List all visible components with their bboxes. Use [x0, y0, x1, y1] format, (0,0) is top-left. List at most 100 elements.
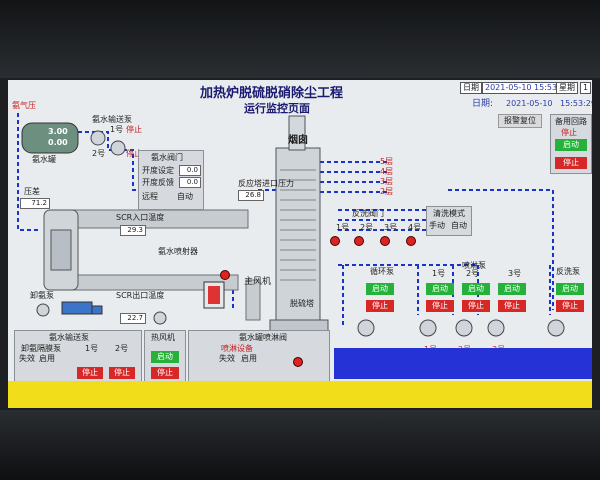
datetime-box: 2021-05-10 15:53:29 — [482, 82, 570, 94]
valve-row-1-label: 开度设定 — [142, 166, 174, 175]
heater-lamp — [220, 270, 230, 280]
ammonia-valve-panel: 氨水阀门 开度设定 0.0 开度反馈 0.0 远程 自动 — [138, 150, 204, 210]
page-title: 加热炉脱硫脱硝除尘工程 — [200, 86, 344, 101]
spray-pump-2-stop-button[interactable]: 停止 — [462, 300, 490, 312]
valve-row-2-value[interactable]: 0.0 — [179, 177, 201, 188]
backwash-lamp-4 — [406, 236, 416, 246]
unload-diaphragm-pump: 卸氨隔膜泵 — [21, 344, 61, 353]
backwash-pump-stop-button[interactable]: 停止 — [556, 300, 584, 312]
spray-mode-off[interactable]: 失效 — [219, 354, 235, 363]
backwash-valve-4: 4号 — [408, 223, 422, 232]
wash-mode-title: 清洗模式 — [433, 209, 465, 218]
hot-fan-title: 热风机 — [151, 333, 175, 342]
main-fan-label: 主风机 — [244, 277, 272, 287]
ammonia-pump-1: 1号 — [110, 125, 124, 134]
valve-row-1-value[interactable]: 0.0 — [179, 165, 201, 176]
spray-valve-sub: 喷淋设备 — [221, 344, 253, 353]
hot-fan-panel: 热风机 启动 停止 — [144, 330, 186, 382]
circ-pump-start-button[interactable]: 启动 — [366, 283, 394, 295]
spray-mode-on[interactable]: 启用 — [241, 354, 257, 363]
backwash-lamp-2 — [354, 236, 364, 246]
bottom-pump-2: 2号 — [115, 344, 129, 353]
stage-2: 2层 — [380, 187, 394, 196]
tank-value-2: 0.00 — [48, 138, 68, 147]
duct-grey — [67, 209, 261, 321]
unload-pump-label: 卸氨泵 — [30, 291, 54, 300]
reactor-pressure-label: 反应塔进口压力 — [238, 179, 294, 188]
hmi-screen: 加热炉脱硫脱硝除尘工程 运行监控页面 日期 2021-05-10 15:53:2… — [8, 80, 592, 408]
desulfur-tower-label: 脱硫塔 — [290, 299, 314, 308]
ammonia-pump-title: 氨水输送泵 — [92, 115, 132, 124]
hot-fan-stop-button[interactable]: 停止 — [151, 367, 179, 379]
backwash-valve-title: 反洗阀门 — [352, 209, 384, 218]
weekday-label: 星期 — [556, 82, 578, 94]
tank-value-1: 3.00 — [48, 127, 68, 136]
backwash-pump-start-button[interactable]: 启动 — [556, 283, 584, 295]
spray-pump-3-stop-button[interactable]: 停止 — [498, 300, 526, 312]
bottom-mode-off[interactable]: 失效 — [19, 354, 35, 363]
ammonia-pump-2-status: 停止 — [126, 149, 142, 158]
backwash-lamp-1 — [330, 236, 340, 246]
status-bar — [8, 381, 592, 408]
backup-fan-start-button[interactable]: 启动 — [555, 139, 587, 151]
ammonia-pump-panel: 氨水输送泵 1号 2号 卸氨隔膜泵 失效 启用 停止 停止 — [14, 330, 142, 382]
ammonia-gun-label: 氨水喷射器 — [158, 247, 198, 256]
stage-5: 5层 — [380, 157, 394, 166]
backwash-valve-3: 3号 — [384, 223, 398, 232]
page-subtitle: 运行监控页面 — [244, 102, 310, 115]
ammonia-tank-label: 氨水罐 — [32, 155, 56, 164]
alarm-reset-button[interactable]: 报警复位 — [498, 114, 542, 128]
diff-pressure-label: 压差 — [24, 187, 40, 196]
spray-pump-2-start-button[interactable]: 启动 — [462, 283, 490, 295]
valve-row-2-label: 开度反馈 — [142, 178, 174, 187]
time-value: 15:53:29 — [560, 99, 592, 108]
ammonia-tank — [21, 122, 79, 154]
bottom-mode-on[interactable]: 启用 — [39, 354, 55, 363]
spray-pump-3-num: 3号 — [508, 269, 522, 278]
valve-panel-title: 氨水阀门 — [151, 153, 183, 162]
bottom-pump-1: 1号 — [85, 344, 99, 353]
backup-fan-status: 停止 — [561, 128, 577, 137]
heater — [203, 281, 225, 309]
valve-remote-label: 远程 — [142, 192, 158, 201]
backwash-valve-1: 1号 — [336, 223, 350, 232]
backup-fan-panel: 备用回路 停止 启动 停止 — [550, 114, 592, 174]
backup-fan-title: 备用回路 — [555, 117, 587, 126]
spray-pump-1-stop-button[interactable]: 停止 — [426, 300, 454, 312]
valve-auto-label: 自动 — [177, 192, 193, 201]
monitor-bezel-bottom — [0, 410, 600, 480]
circ-pump-stop-button[interactable]: 停止 — [366, 300, 394, 312]
backup-fan-stop-button[interactable]: 停止 — [555, 157, 587, 169]
chimney-label: 烟囱 — [288, 135, 308, 146]
scrubber — [43, 209, 79, 291]
ammonia-pump-2: 2号 — [92, 149, 106, 158]
pump-shapes — [36, 130, 565, 337]
date-value: 2021-05-10 — [506, 99, 553, 108]
truck — [61, 301, 103, 315]
scr-in-label: SCR入口温度 — [116, 213, 165, 222]
spray-pump-label: 喷淋泵 — [462, 261, 486, 270]
spray-valve-lamp — [293, 357, 303, 367]
spray-pump-1-start-button[interactable]: 启动 — [426, 283, 454, 295]
bottom-pump-2-stop-button[interactable]: 停止 — [109, 367, 135, 379]
backwash-pump-label: 反洗泵 — [556, 267, 580, 276]
backwash-valve-2: 2号 — [360, 223, 374, 232]
hot-fan-start-button[interactable]: 启动 — [151, 351, 179, 363]
date-label: 日期 — [460, 82, 482, 94]
spray-pump-2-num: 2号 — [466, 269, 480, 278]
diff-pressure-value: 71.2 — [20, 198, 50, 209]
ammonia-pump-1-status: 停止 — [126, 125, 142, 134]
wash-mode-manual[interactable]: 手动 — [429, 221, 445, 230]
spray-pump-3-start-button[interactable]: 启动 — [498, 283, 526, 295]
stage-4: 4层 — [380, 167, 394, 176]
spray-valve-panel: 氨水罐喷淋阀 喷淋设备 失效 启用 — [188, 330, 330, 382]
scr-out-value: 22.7 — [120, 313, 146, 324]
spray-pump-1-num: 1号 — [432, 269, 446, 278]
wash-mode-panel: 清洗模式 手动 自动 — [426, 206, 472, 236]
scr-out-label: SCR出口温度 — [116, 291, 165, 300]
wash-mode-auto[interactable]: 自动 — [451, 221, 467, 230]
bottom-ammonia-pump-title: 氨水输送泵 — [49, 333, 89, 342]
bottom-pump-1-stop-button[interactable]: 停止 — [77, 367, 103, 379]
ammonia-pressure-label: 氨气压 — [12, 101, 36, 110]
process-diagram — [17, 113, 565, 381]
